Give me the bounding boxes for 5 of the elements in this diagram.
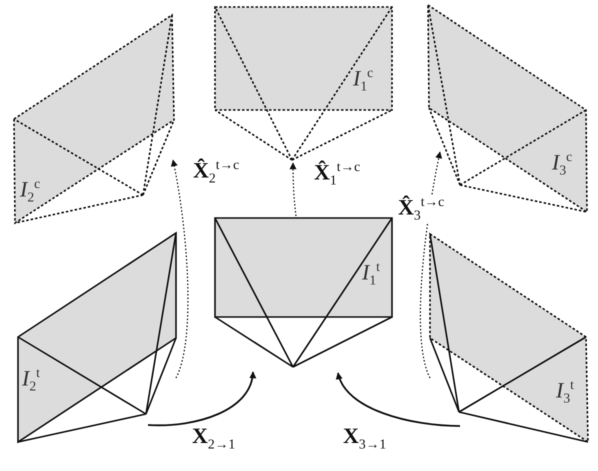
curved-arrow <box>336 372 460 427</box>
curved-arrow <box>148 371 256 426</box>
curved-arrow <box>420 151 442 378</box>
curved-arrow <box>290 162 297 216</box>
curved-arrow <box>170 159 189 378</box>
